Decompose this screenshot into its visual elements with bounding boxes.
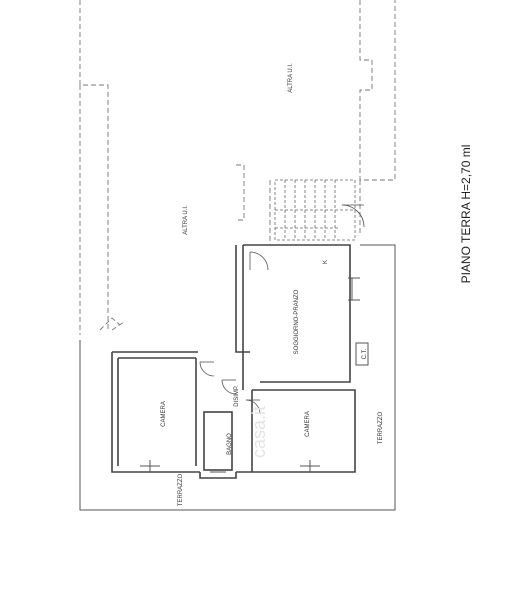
interior-doors (199, 251, 269, 415)
apartment-walls (111, 244, 369, 479)
label-camera-right: CAMERA (305, 411, 311, 437)
entry-door (341, 204, 365, 228)
label-terrazzo-right: TERRAZZO (378, 412, 384, 445)
plan-title: PIANO TERRA H=2,70 ml (459, 145, 473, 284)
label-altra-ui-left: ALTRA U.I. (183, 205, 189, 235)
label-terrazzo-bottom: TERRAZZO (178, 474, 184, 507)
neighbour-unit-top-outline (79, 0, 396, 330)
watermark-text: casa.it (249, 406, 269, 458)
label-ct: C.T. (362, 348, 368, 359)
label-bagno: BAGNO (227, 433, 233, 455)
label-disimpegno: DISIMP. (234, 385, 240, 407)
staircase (274, 179, 356, 241)
label-camera-left: CAMERA (161, 401, 167, 427)
label-altra-ui-top: ALTRA U.I. (288, 63, 294, 93)
terrace-boundary (79, 244, 396, 511)
label-kitchen: K (323, 260, 329, 264)
label-soggiorno-pranzo: SOGGIORNO-PRANZO (294, 289, 300, 354)
neighbour-unit-left-outline (79, 85, 271, 335)
